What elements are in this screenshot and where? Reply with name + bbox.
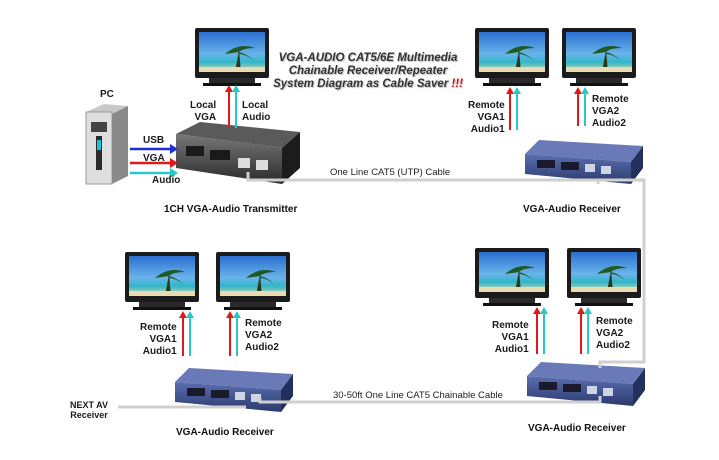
- remote-label-bottom-left-2: Remote VGA2 Audio2: [245, 318, 282, 353]
- top-cable-label: One Line CAT5 (UTP) Cable: [330, 167, 451, 178]
- remote-label-bottom-right-1: Remote VGA1 Audio1: [492, 320, 529, 355]
- transmitter-label: 1CH VGA-Audio Transmitter: [164, 204, 298, 215]
- vga-arrow: [130, 158, 178, 168]
- monitor-bottom-right-1: [475, 248, 549, 306]
- receiver-bottom-right: [527, 362, 645, 406]
- remote-label-bottom-left-1: Remote VGA1 Audio1: [140, 322, 177, 357]
- monitor-bottom-left-2: [216, 252, 290, 310]
- transmitter-device: [176, 122, 300, 184]
- title-line-3-text: System Diagram as Cable Saver: [273, 78, 449, 90]
- remote-label-bottom-right-2: Remote VGA2 Audio2: [596, 316, 633, 351]
- monitor-bottom-left-1: [125, 252, 199, 310]
- title-line-1: VGA-AUDIO CAT5/6E Multimedia: [278, 52, 458, 64]
- monitor-top-right-1: [475, 28, 549, 86]
- receiver-bottom-left-label: VGA-Audio Receiver: [176, 427, 274, 438]
- receiver-bottom-left: [175, 368, 293, 412]
- usb-arrow: [130, 144, 178, 154]
- audio-label: Audio: [152, 175, 181, 186]
- receiver-top-right-label: VGA-Audio Receiver: [523, 204, 621, 215]
- audio-arrow: [130, 168, 178, 178]
- local-vga-label: Local VGA: [190, 100, 217, 123]
- monitor-top-right-2: [562, 28, 636, 86]
- output-arrows: [179, 85, 592, 356]
- pc-tower: [85, 104, 128, 185]
- receiver-top-right: [525, 140, 643, 184]
- local-audio-label: Local Audio: [242, 100, 271, 123]
- vga-label: VGA: [143, 153, 165, 164]
- cat5-cables: [118, 172, 646, 409]
- bottom-cable-label: 30-50ft One Line CAT5 Chainable Cable: [333, 390, 503, 401]
- diagram-title: VGA-AUDIO CAT5/6E Multimedia Chainable R…: [258, 52, 478, 91]
- title-emphasis: !!!: [451, 78, 463, 90]
- next-av-receiver-label: NEXT AV Receiver: [70, 400, 109, 420]
- pc-label: PC: [100, 89, 114, 100]
- remote-label-top-right-1: Remote VGA1 Audio1: [468, 100, 505, 135]
- title-line-2: Chainable Receiver/Repeater: [288, 65, 448, 77]
- usb-label: USB: [143, 135, 165, 146]
- monitor-bottom-right-2: [567, 248, 641, 306]
- receiver-bottom-right-label: VGA-Audio Receiver: [528, 423, 626, 434]
- title-line-3: System Diagram as Cable Saver !!!: [258, 78, 478, 91]
- remote-label-top-right-2: Remote VGA2 Audio2: [592, 94, 629, 129]
